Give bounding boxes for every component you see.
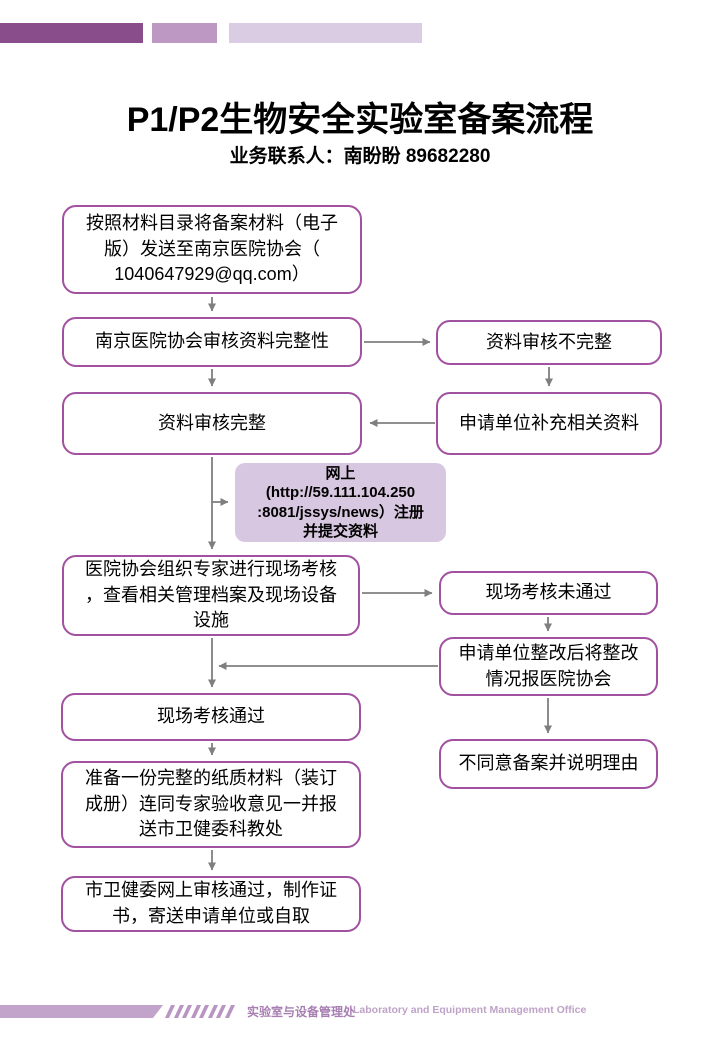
flow-step-send-materials: 按照材料目录将备案材料（电子 版）发送至南京医院协会（ 1040647929@q…	[62, 205, 362, 294]
accent-bar-light	[229, 23, 422, 43]
page-title: P1/P2生物安全实验室备案流程	[126, 101, 594, 139]
flow-branch-supplement-materials: 申请单位补充相关资料	[436, 392, 662, 455]
flow-step-send-materials-label: 按照材料目录将备案材料（电子 版）发送至南京医院协会（ 1040647929@q…	[86, 213, 338, 285]
contact-line: 业务联系人：南盼盼 89682280	[229, 146, 491, 167]
footer-department-en: Laboratory and Equipment Management Offi…	[353, 1004, 587, 1016]
flow-step-certificate-label: 市卫健委网上审核通过，制作证 书，寄送申请单位或自取	[85, 880, 337, 926]
flow-step-review-complete: 资料审核完整	[62, 392, 362, 455]
flow-step-site-inspection: 医院协会组织专家进行现场考核 ，查看相关管理档案及现场设备 设施	[62, 555, 360, 636]
footer-department-cn: 实验室与设备管理处	[247, 1005, 356, 1019]
flow-step-paper-materials-label: 准备一份完整的纸质材料（装订 成册）连同专家验收意见一并报 送市卫健委科教处	[85, 768, 337, 840]
flow-branch-review-incomplete-label: 资料审核不完整	[486, 331, 612, 352]
flow-step-site-pass: 现场考核通过	[61, 693, 361, 741]
flow-step-certificate: 市卫健委网上审核通过，制作证 书，寄送申请单位或自取	[61, 876, 361, 932]
accent-bar-medium	[152, 23, 217, 43]
flow-branch-site-fail-label: 现场考核未通过	[485, 582, 612, 603]
flow-branch-site-fail: 现场考核未通过	[439, 571, 658, 615]
flow-branch-reject-label: 不同意备案并说明理由	[458, 753, 639, 774]
flow-note-online-registration-label: 网上 (http://59.111.104.250 :8081/jssys/ne…	[257, 464, 424, 541]
flow-branch-supplement-materials-label: 申请单位补充相关资料	[459, 412, 639, 433]
flow-step-paper-materials: 准备一份完整的纸质材料（装订 成册）连同专家验收意见一并报 送市卫健委科教处	[61, 761, 361, 848]
flow-step-association-review: 南京医院协会审核资料完整性	[62, 317, 362, 367]
flow-step-association-review-label: 南京医院协会审核资料完整性	[95, 331, 329, 352]
flow-branch-rectification-label: 申请单位整改后将整改 情况报医院协会	[458, 642, 639, 689]
footer-slashes-decoration	[164, 1005, 235, 1018]
flow-note-online-registration: 网上 (http://59.111.104.250 :8081/jssys/ne…	[235, 463, 446, 542]
flow-branch-rectification: 申请单位整改后将整改 情况报医院协会	[439, 637, 658, 696]
flow-branch-reject: 不同意备案并说明理由	[439, 739, 658, 789]
footer-accent-bar	[0, 1005, 163, 1018]
accent-bar-dark	[0, 23, 143, 43]
flow-step-review-complete-label: 资料审核完整	[158, 412, 266, 433]
flow-branch-review-incomplete: 资料审核不完整	[436, 320, 662, 365]
flow-step-site-inspection-label: 医院协会组织专家进行现场考核 ，查看相关管理档案及现场设备 设施	[85, 559, 337, 631]
flow-step-site-pass-label: 现场考核通过	[157, 706, 265, 727]
